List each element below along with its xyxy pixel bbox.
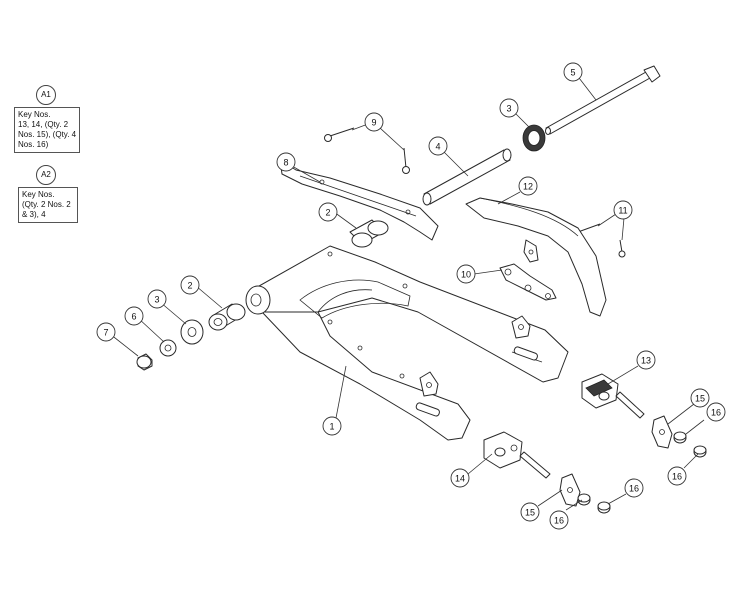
svg-text:16: 16 bbox=[554, 516, 564, 526]
spacer-tube-part bbox=[422, 148, 512, 206]
callout-3-left: 3 bbox=[147, 289, 167, 309]
callout-16-c: 16 bbox=[549, 510, 569, 530]
screw-part bbox=[324, 127, 410, 174]
cap-part bbox=[136, 353, 153, 371]
nut-c-part bbox=[577, 493, 591, 506]
svg-text:16: 16 bbox=[629, 484, 639, 494]
callout-12: 12 bbox=[518, 176, 538, 196]
leader-lines bbox=[109, 73, 705, 511]
svg-text:2: 2 bbox=[187, 281, 192, 291]
svg-text:2: 2 bbox=[325, 208, 330, 218]
callout-5: 5 bbox=[563, 62, 583, 82]
callout-15-right: 15 bbox=[690, 388, 710, 408]
note-tag-a1: A1 bbox=[36, 85, 56, 105]
callout-15-lower: 15 bbox=[520, 502, 540, 522]
callout-16-d: 16 bbox=[624, 478, 644, 498]
callout-13: 13 bbox=[636, 350, 656, 370]
nut-a-part bbox=[673, 431, 687, 444]
note-line: Nos. 16) bbox=[18, 140, 49, 149]
svg-text:8: 8 bbox=[283, 158, 288, 168]
bearing-top-part bbox=[522, 124, 546, 152]
chain-adjuster-part bbox=[581, 373, 645, 419]
callout-7: 7 bbox=[96, 322, 116, 342]
callout-4: 4 bbox=[428, 136, 448, 156]
svg-text:6: 6 bbox=[131, 312, 136, 322]
callout-14: 14 bbox=[450, 468, 470, 488]
note-line: 13, 14, (Qty. 2 bbox=[18, 120, 69, 129]
svg-text:10: 10 bbox=[461, 270, 471, 280]
svg-text:16: 16 bbox=[711, 408, 721, 418]
callout-6: 6 bbox=[124, 306, 144, 326]
callout-10: 10 bbox=[456, 264, 476, 284]
rear-chain-guard-part bbox=[465, 197, 607, 317]
svg-text:5: 5 bbox=[570, 68, 575, 78]
callout-2-lower: 2 bbox=[180, 275, 200, 295]
note-line: Key Nos. bbox=[18, 110, 51, 119]
callout-2-upper: 2 bbox=[318, 202, 338, 222]
note-box-a2: Key Nos. (Qty. 2 Nos. 2 & 3), 4 bbox=[18, 187, 78, 223]
note-line: Key Nos. bbox=[22, 190, 55, 199]
callout-11: 11 bbox=[613, 200, 633, 220]
svg-text:13: 13 bbox=[641, 356, 651, 366]
note-line: & 3), 4 bbox=[22, 210, 46, 219]
svg-text:3: 3 bbox=[506, 104, 511, 114]
nut-b-part bbox=[693, 445, 707, 458]
bracket-part bbox=[499, 263, 557, 301]
bushing-lower-part bbox=[208, 303, 246, 331]
note-line: (Qty. 2 Nos. 2 bbox=[22, 200, 71, 209]
svg-text:1: 1 bbox=[329, 422, 334, 432]
svg-text:11: 11 bbox=[618, 206, 627, 216]
svg-text:15: 15 bbox=[525, 508, 535, 518]
spacer-part bbox=[159, 339, 177, 357]
callout-3-top: 3 bbox=[499, 98, 519, 118]
nut-d-part bbox=[597, 501, 611, 514]
note-line: Nos. 15), (Qty. 4 bbox=[18, 130, 77, 139]
svg-text:12: 12 bbox=[523, 182, 533, 192]
callout-1: 1 bbox=[322, 416, 342, 436]
callout-9: 9 bbox=[364, 112, 384, 132]
svg-text:14: 14 bbox=[455, 474, 465, 484]
callout-16-b: 16 bbox=[667, 466, 687, 486]
callout-16-a: 16 bbox=[706, 402, 726, 422]
note-tag-a2: A2 bbox=[36, 165, 56, 185]
svg-text:16: 16 bbox=[672, 472, 682, 482]
svg-text:3: 3 bbox=[154, 295, 159, 305]
callout-8: 8 bbox=[276, 152, 296, 172]
svg-text:15: 15 bbox=[695, 394, 705, 404]
washer-left-part bbox=[180, 319, 204, 345]
svg-text:7: 7 bbox=[103, 328, 108, 338]
pivot-bolt-part bbox=[545, 65, 661, 135]
swingarm-part bbox=[245, 245, 569, 441]
svg-text:9: 9 bbox=[371, 118, 376, 128]
chain-adjuster-lower-part bbox=[483, 431, 551, 479]
svg-text:4: 4 bbox=[435, 142, 440, 152]
adjuster-plate-lower-part bbox=[559, 473, 581, 507]
note-box-a1: Key Nos. 13, 14, (Qty. 2 Nos. 15), (Qty.… bbox=[14, 107, 80, 153]
adjuster-plate-right-part bbox=[651, 415, 673, 449]
bushing-upper-part bbox=[349, 219, 389, 248]
